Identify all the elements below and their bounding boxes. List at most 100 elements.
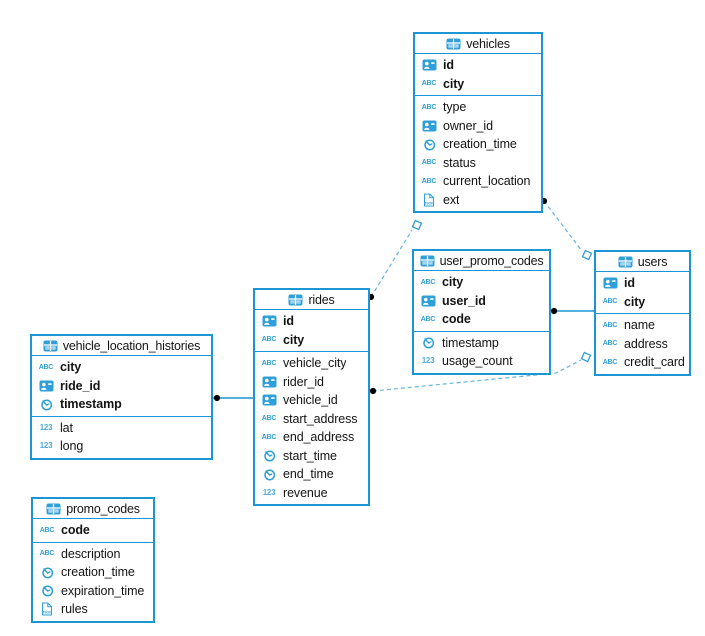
column-row-creation_time[interactable]: creation_time	[415, 135, 541, 154]
column-name: end_time	[283, 467, 334, 482]
table-header-vehicles[interactable]: vehicles	[415, 34, 541, 54]
column-row-status[interactable]: ABC status	[415, 154, 541, 173]
column-name: city	[443, 76, 465, 91]
relation-vehicle_location_histories-to-rides[interactable]	[213, 394, 253, 402]
table-name: promo_codes	[66, 501, 140, 516]
table-name: users	[637, 254, 668, 269]
id-badge-icon	[420, 59, 438, 71]
abc-text-icon: ABC	[602, 298, 618, 306]
table-name: user_promo_codes	[439, 253, 544, 268]
table-grid-icon	[43, 340, 58, 352]
column-name: code	[442, 312, 471, 327]
column-row-current_location[interactable]: ABC current_location	[415, 172, 541, 191]
column-row-timestamp[interactable]: timestamp	[414, 334, 549, 353]
column-row-end_time[interactable]: end_time	[255, 465, 368, 484]
column-name: status	[443, 155, 476, 170]
column-row-id[interactable]: id	[415, 56, 541, 75]
relation-rides-to-users[interactable]	[369, 351, 592, 395]
column-row-start_address[interactable]: ABC start_address	[255, 410, 368, 429]
relation-user_promo_codes-to-users[interactable]	[550, 307, 594, 315]
column-row-id[interactable]: id	[596, 274, 689, 293]
column-row-user_id[interactable]: user_id	[414, 292, 549, 311]
column-name: city	[283, 332, 305, 347]
id-badge-icon	[260, 376, 278, 388]
column-row-ride_id[interactable]: ride_id	[32, 377, 211, 396]
column-name: type	[443, 100, 467, 115]
abc-text-icon: ABC	[261, 415, 277, 423]
column-row-type[interactable]: ABC type	[415, 98, 541, 117]
column-row-owner_id[interactable]: owner_id	[415, 117, 541, 136]
clock-icon	[37, 398, 55, 411]
column-name: rules	[61, 602, 88, 617]
column-row-expiration_time[interactable]: expiration_time	[33, 582, 153, 601]
column-name: current_location	[443, 174, 531, 189]
table-header-promo_codes[interactable]: promo_codes	[33, 499, 153, 519]
abc-text-icon: ABC	[38, 363, 54, 371]
column-row-rider_id[interactable]: rider_id	[255, 373, 368, 392]
column-name: expiration_time	[61, 583, 145, 598]
svg-text:JSON: JSON	[42, 611, 52, 615]
table-header-rides[interactable]: rides	[255, 290, 368, 310]
relation-diamond-marker	[581, 249, 593, 261]
column-row-creation_time[interactable]: creation_time	[33, 563, 153, 582]
abc-text-icon: ABC	[421, 80, 437, 88]
abc-text-icon: ABC	[421, 177, 437, 185]
id-badge-icon	[420, 120, 438, 132]
relation-vehicles-to-users[interactable]	[540, 197, 593, 261]
relation-diamond-marker	[411, 219, 423, 231]
table-header-users[interactable]: users	[596, 252, 689, 272]
column-name: id	[283, 314, 294, 329]
abc-text-icon: ABC	[421, 103, 437, 111]
column-name: address	[624, 336, 668, 351]
json-document-icon: JSON	[38, 602, 56, 616]
numeric-123-icon: 123	[262, 487, 276, 497]
table-grid-icon	[288, 294, 303, 306]
column-name: long	[60, 439, 84, 454]
column-row-start_time[interactable]: start_time	[255, 447, 368, 466]
table-name: vehicle_location_histories	[62, 338, 201, 353]
column-name: ext	[443, 192, 460, 207]
table-header-user_promo_codes[interactable]: user_promo_codes	[414, 251, 549, 271]
column-row-city[interactable]: ABC city	[255, 331, 368, 350]
table-grid-icon	[618, 256, 633, 268]
column-row-id[interactable]: id	[255, 312, 368, 331]
column-row-rules[interactable]: JSON rules	[33, 600, 153, 619]
column-name: lat	[60, 420, 73, 435]
column-row-city[interactable]: ABC city	[415, 75, 541, 94]
column-name: start_address	[283, 411, 358, 426]
table-header-vehicle_location_histories[interactable]: vehicle_location_histories	[32, 336, 211, 356]
column-row-timestamp[interactable]: timestamp	[32, 395, 211, 414]
abc-text-icon: ABC	[421, 159, 437, 167]
abc-text-icon: ABC	[261, 336, 277, 344]
column-row-ext[interactable]: JSON ext	[415, 191, 541, 210]
column-name: creation_time	[443, 137, 517, 152]
column-row-vehicle_id[interactable]: vehicle_id	[255, 391, 368, 410]
abc-text-icon: ABC	[39, 526, 55, 534]
column-name: owner_id	[443, 118, 493, 133]
column-name: vehicle_id	[283, 393, 338, 408]
